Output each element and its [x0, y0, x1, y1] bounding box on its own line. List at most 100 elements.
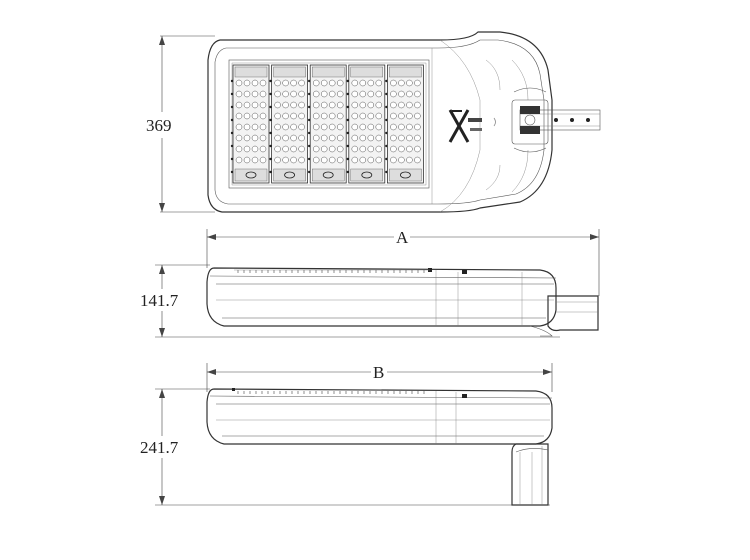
led-lens [351, 79, 359, 87]
led-lens [375, 79, 383, 87]
led-lens [375, 90, 383, 98]
led-lens [367, 79, 375, 87]
led-lens [282, 134, 289, 142]
led-lens [398, 90, 405, 98]
led-lens [414, 79, 421, 87]
led-lens [406, 145, 413, 153]
led-module [308, 64, 347, 184]
top-housing-outline [207, 31, 553, 213]
led-lens [235, 123, 243, 131]
led-lens [298, 101, 305, 109]
led-lens [259, 101, 267, 109]
led-lens [351, 145, 359, 153]
led-lens [320, 145, 328, 153]
led-lens [390, 90, 397, 98]
dimension-369: 369 [140, 35, 215, 213]
dimension-141-7-label: 141.7 [140, 291, 179, 310]
led-lens [235, 101, 243, 109]
led-lens [298, 145, 305, 153]
led-lens [235, 145, 243, 153]
led-lens [414, 123, 421, 131]
dimension-b-label: B [373, 363, 384, 382]
led-lens [259, 156, 267, 164]
top-view: 369 [140, 31, 601, 213]
led-lens [320, 79, 328, 87]
led-lens [282, 112, 289, 120]
led-lens [243, 112, 251, 120]
led-lens [251, 145, 259, 153]
led-lens [367, 134, 375, 142]
led-lens [243, 79, 251, 87]
dimension-141-7: 141.7 [138, 264, 560, 338]
led-lens [235, 156, 243, 164]
led-lens [336, 90, 344, 98]
led-lens [320, 134, 328, 142]
led-lens [251, 123, 259, 131]
dimension-a: A [206, 228, 600, 296]
led-lens [351, 156, 359, 164]
led-lens [243, 123, 251, 131]
led-lens [406, 101, 413, 109]
led-lens [290, 90, 297, 98]
led-module-group [230, 64, 424, 184]
side-a-mount-arm [529, 295, 599, 337]
led-lens [251, 134, 259, 142]
led-lens [375, 134, 383, 142]
led-lens [414, 101, 421, 109]
led-lens [351, 134, 359, 142]
led-lens [251, 90, 259, 98]
led-lens [312, 101, 320, 109]
led-lens [336, 79, 344, 87]
led-lens [298, 156, 305, 164]
led-lens [274, 90, 281, 98]
led-lens [282, 156, 289, 164]
led-lens [274, 79, 281, 87]
led-lens [367, 90, 375, 98]
led-lens [259, 145, 267, 153]
led-lens [336, 123, 344, 131]
led-lens [406, 90, 413, 98]
led-lens [406, 79, 413, 87]
led-lens [274, 123, 281, 131]
led-lens [235, 79, 243, 87]
led-lens [320, 90, 328, 98]
led-lens [336, 101, 344, 109]
led-lens [312, 112, 320, 120]
led-lens [312, 79, 320, 87]
led-lens [290, 112, 297, 120]
led-lens [375, 145, 383, 153]
dimension-b: B [206, 363, 553, 392]
dimension-241-7: 241.7 [138, 388, 550, 506]
led-lens [290, 123, 297, 131]
led-module [346, 64, 386, 184]
led-lens [274, 101, 281, 109]
led-lens [390, 112, 397, 120]
led-lens [406, 123, 413, 131]
led-lens [274, 145, 281, 153]
led-lens [259, 112, 267, 120]
dimension-241-7-label: 241.7 [140, 438, 179, 457]
led-lens [274, 134, 281, 142]
led-lens [336, 156, 344, 164]
side-b-mount-arm [511, 443, 549, 506]
led-lens [282, 145, 289, 153]
led-module [269, 64, 309, 184]
led-lens [367, 112, 375, 120]
led-lens [320, 156, 328, 164]
led-lens [398, 101, 405, 109]
led-lens [336, 134, 344, 142]
led-lens [328, 79, 336, 87]
led-lens [390, 123, 397, 131]
led-lens [336, 112, 344, 120]
led-lens [367, 123, 375, 131]
led-lens [367, 156, 375, 164]
led-lens [290, 134, 297, 142]
led-lens [251, 101, 259, 109]
led-module [385, 64, 424, 184]
led-lens [414, 145, 421, 153]
led-lens [298, 134, 305, 142]
led-lens [328, 145, 336, 153]
led-lens [414, 90, 421, 98]
led-lens [406, 112, 413, 120]
